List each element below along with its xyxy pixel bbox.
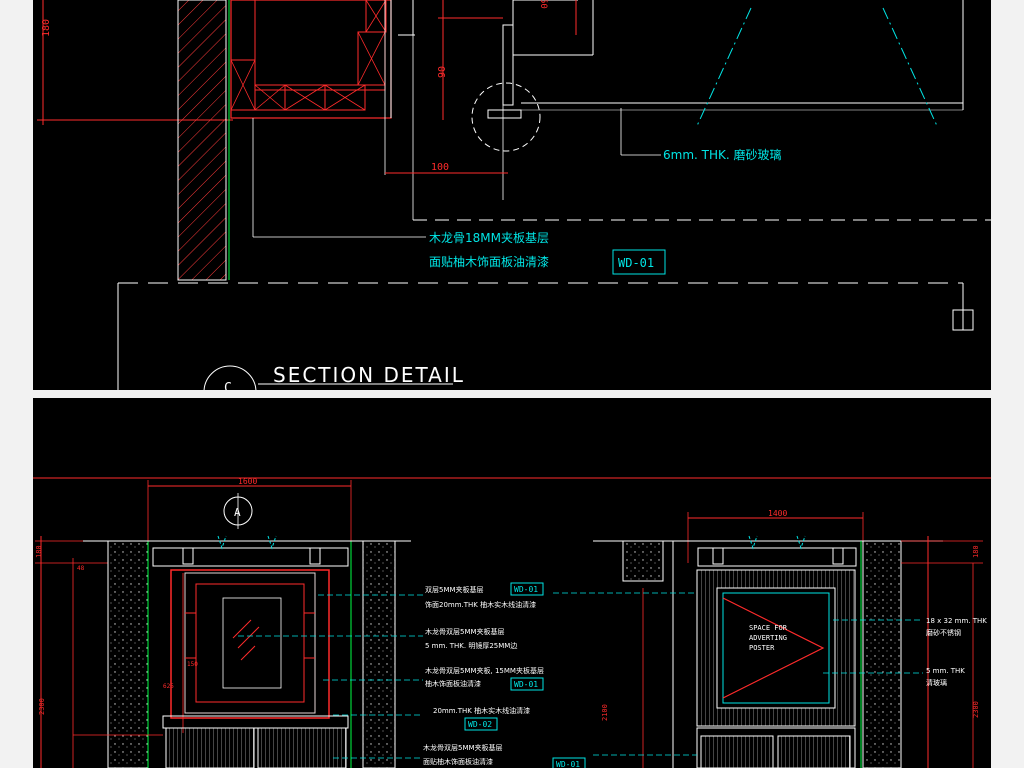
note-left-7: 20mm.THK 柚木实木线油清漆 [433,706,530,715]
note-left-3: 木龙骨双层5MM夹板基层 [425,627,505,636]
dim-625: 625 [163,683,174,690]
note-left-4: 5 mm. THK. 明镜厚25MM边 [425,641,517,650]
stone-wall-left [107,540,149,768]
section-title: SECTION DETAIL [273,363,465,387]
wood-note-line-2: 面贴柚木饰面板油清漆 [429,254,549,269]
note-right-2a: 5 mm. THK [926,667,965,675]
note-right-1a: 18 x 32 mm. THK [926,617,987,625]
dim-48: 48 [77,565,85,572]
poster-text-1: SPACE FOR [749,624,788,632]
tag-wd01-a: WD-01 [514,585,538,594]
wood-note-line-1: 木龙骨18MM夹板基层 [429,231,549,245]
detail-callout-circle [471,82,541,152]
note-right-1b: 磨砂不锈钢 [926,628,961,637]
note-left-6: 柚木饰面板油清漆 [425,679,481,688]
note-right-2b: 清玻璃 [926,678,947,687]
marker-a-label: A [234,506,241,519]
note-left-1: 双层5MM夹板基层 [425,585,484,594]
stone-wall-right-elev [862,540,902,768]
elevation-svg: 1600 A 180 2300 48 150 625 双层5 [33,477,991,768]
dim-1400: 1400 [768,509,787,518]
poster-text-3: POSTER [749,644,775,652]
elevation-drawing: 1600 A 180 2300 48 150 625 双层5 [33,398,991,768]
note-left-5: 木龙骨双层5MM夹板, 15MM夹板基层 [425,666,544,675]
poster-area [722,592,830,704]
dim-100: 100 [431,162,449,173]
cabinet-door-right [257,727,347,768]
dim-90: 90 [437,66,448,78]
section-marker-circle [203,365,257,390]
note-left-8: 木龙骨双层5MM夹板基层 [423,743,503,752]
dim-2100: 2100 [601,704,609,721]
tag-wd02: WD-02 [468,720,492,729]
stone-wall-right [362,540,396,768]
glass-note: 6mm. THK. 磨砂玻璃 [663,148,782,162]
mirror-frame-outer [170,569,330,719]
tag-wd01-c: WD-01 [556,760,580,768]
dim-150: 150 [187,661,198,668]
section-marker-label: C [224,381,232,390]
cabinet-door-left [165,727,255,768]
note-left-2: 饰面20mm.THK 柚木实木线油清漆 [425,600,536,609]
section-detail-drawing: 180 90 50 100 6mm. THK [33,0,991,390]
dim-50: 50 [538,0,548,9]
material-tag-box [612,249,666,275]
mirror-panel [195,583,305,703]
tag-wd01-b: WD-01 [514,680,538,689]
dim-2300-right: 2300 [972,701,980,718]
section-detail-svg: 180 90 50 100 6mm. THK [37,0,991,390]
material-tag-wd01: WD-01 [618,256,654,270]
hatched-wall [177,0,227,281]
poster-text-2: ADVERTING [749,634,787,642]
dim-180-left: 180 [41,19,52,37]
dim-180-side: 180 [35,545,43,558]
dim-2300-side: 2300 [38,698,46,715]
dim-1600: 1600 [238,477,257,486]
note-left-9: 面贴柚木饰面板油清漆 [423,757,493,766]
dim-180-right: 180 [972,545,980,558]
